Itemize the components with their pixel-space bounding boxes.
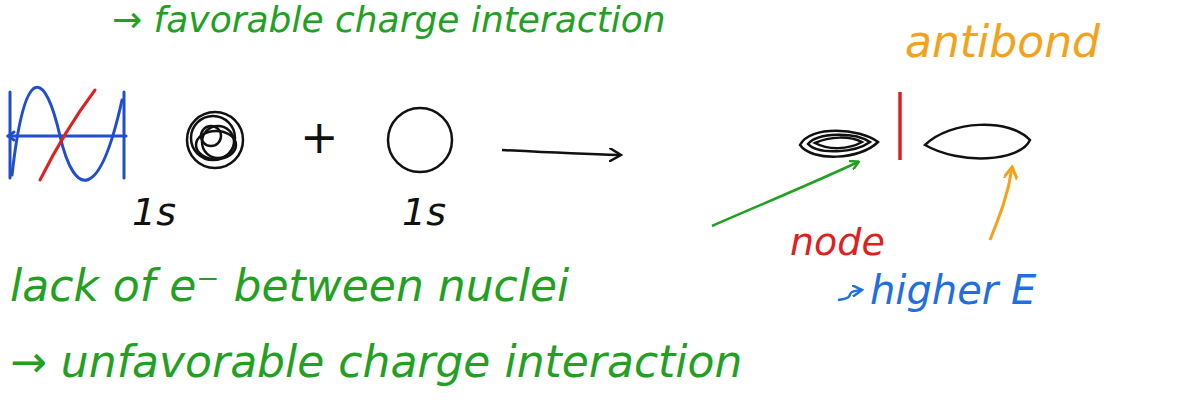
node-plane	[898, 92, 902, 160]
axis-line	[8, 135, 126, 138]
note-text: lack of e⁻ between nuclei	[10, 262, 569, 310]
wave-sketch	[8, 87, 126, 180]
note-text: → unfavorable charge interaction	[10, 338, 742, 386]
orbital-1s-empty	[388, 108, 452, 172]
node-label: node	[790, 222, 885, 264]
leader-arrow	[838, 290, 862, 300]
reaction-arrow	[502, 150, 620, 155]
orbital-1s-filled	[187, 112, 243, 168]
plus-sign: +	[300, 112, 339, 163]
wave-curve	[40, 90, 95, 180]
antibonding-lobe-filled	[800, 131, 878, 157]
leader-arrow	[990, 168, 1012, 240]
orbital-label: antibond	[905, 18, 1100, 66]
antibonding-lobe-empty	[925, 125, 1030, 159]
wave-curve	[12, 87, 122, 180]
orbital-label: 1s	[132, 192, 176, 234]
leader-arrow	[712, 162, 858, 226]
note-text: higher E	[870, 268, 1036, 312]
note-text: → favorable charge interaction	[112, 0, 666, 40]
orbital-label: 1s	[402, 192, 446, 234]
axis-arrow	[8, 132, 14, 140]
